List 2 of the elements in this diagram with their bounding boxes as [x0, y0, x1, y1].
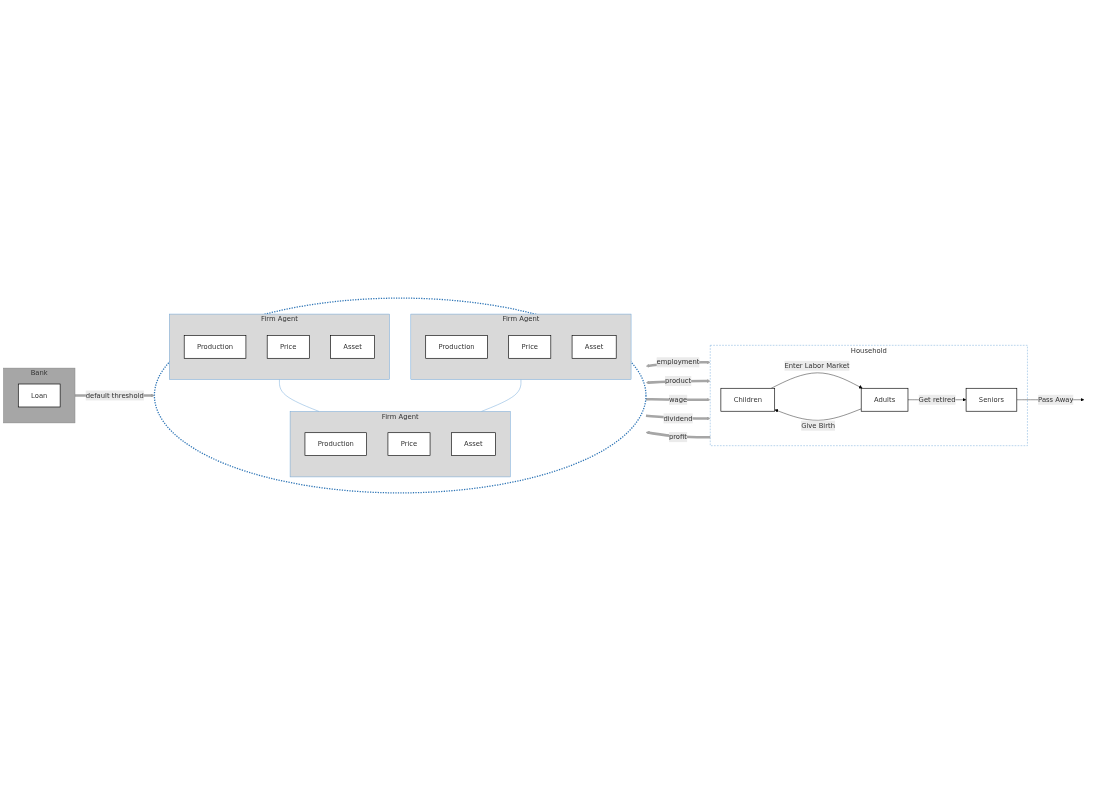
connector	[481, 379, 522, 412]
cluster	[153, 297, 647, 494]
